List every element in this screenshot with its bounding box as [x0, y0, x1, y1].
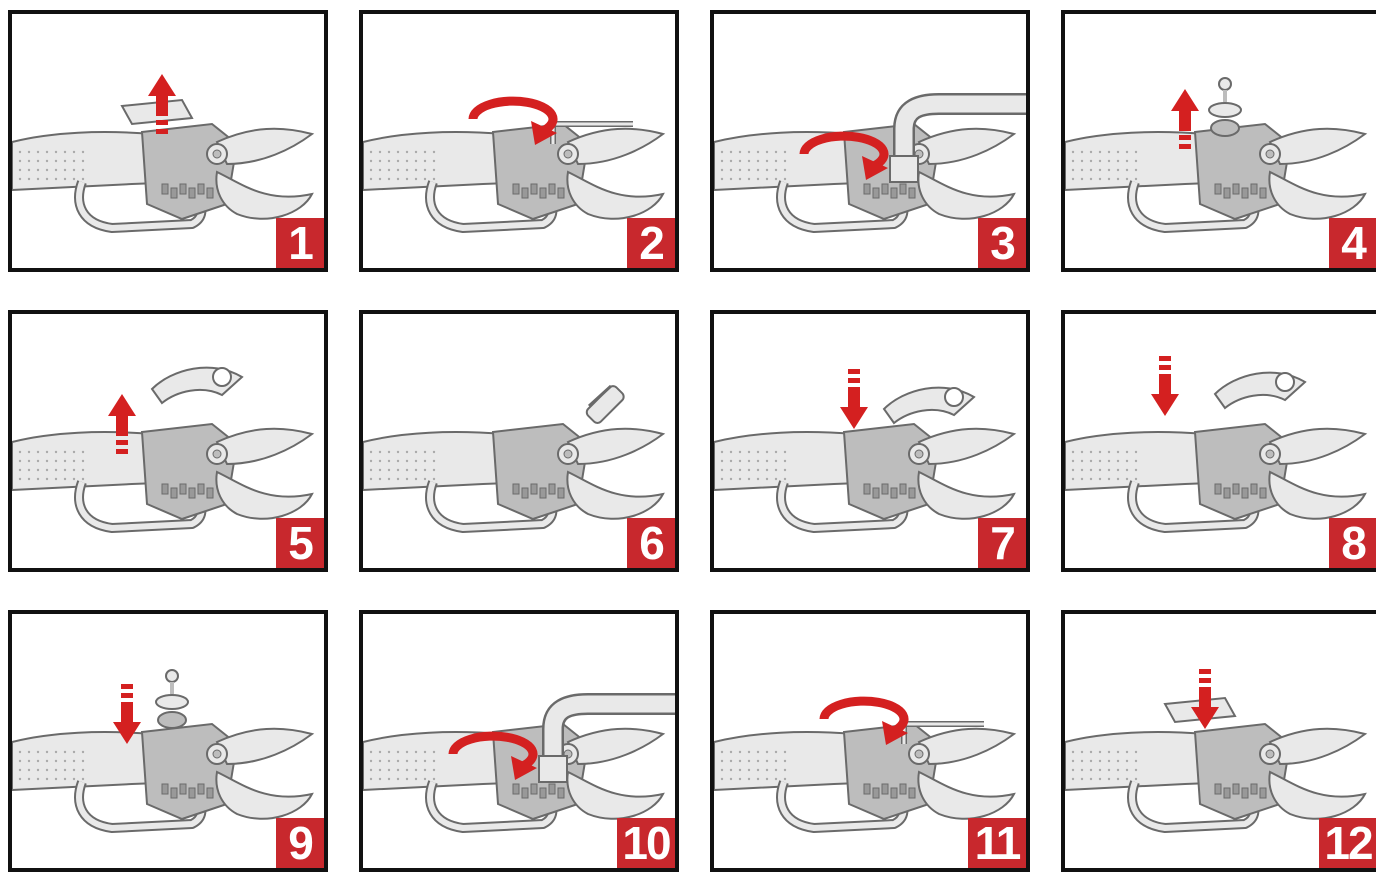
step-number-badge: 2	[627, 218, 675, 268]
washer-icon	[156, 695, 188, 709]
pruner-head	[1195, 124, 1290, 219]
pruner-head	[142, 424, 237, 519]
step-panel-10: 10	[359, 610, 679, 872]
step-number-badge: 3	[978, 218, 1026, 268]
pruner-lower-blade	[216, 472, 312, 519]
pruner-upper-blade	[919, 729, 1014, 764]
arrow-up-icon	[108, 394, 136, 436]
screw-icon	[166, 670, 178, 682]
arrow-down-icon	[1191, 687, 1219, 729]
pruner-upper-blade	[217, 729, 312, 764]
pruner-upper-blade	[919, 129, 1014, 164]
pruner-upper-blade	[919, 429, 1014, 464]
step-number-badge: 9	[276, 818, 324, 868]
pruner-upper-blade	[1270, 129, 1365, 164]
step-panel-3: 3	[710, 10, 1030, 272]
arrow-down-icon	[840, 387, 868, 429]
washer-icon	[1209, 103, 1241, 117]
pruner-head	[1195, 424, 1290, 519]
pruner-upper-blade	[568, 429, 663, 464]
pruner-upper-blade	[1270, 429, 1365, 464]
pruner-lower-blade	[918, 772, 1014, 819]
pruner-lower-blade	[1269, 172, 1365, 219]
pruner-head	[142, 724, 237, 819]
step-panel-9: 9	[8, 610, 328, 872]
step-number-badge: 11	[968, 818, 1026, 868]
arrow-up-icon	[1171, 89, 1199, 131]
step-number-badge: 7	[978, 518, 1026, 568]
arrow-down-icon	[1151, 374, 1179, 416]
pruner-lower-blade	[567, 172, 663, 219]
pruner-upper-blade	[217, 129, 312, 164]
step-number-badge: 1	[276, 218, 324, 268]
step-panel-1: 1	[8, 10, 328, 272]
step-panel-6: 6	[359, 310, 679, 572]
step-number-badge: 12	[1319, 818, 1376, 868]
step-panel-5: 5	[8, 310, 328, 572]
step-panel-7: 7	[710, 310, 1030, 572]
step-panel-12: 12	[1061, 610, 1376, 872]
pruner-lower-blade	[216, 772, 312, 819]
pruner-head	[844, 424, 939, 519]
step-panel-2: 2	[359, 10, 679, 272]
pruner-lower-blade	[918, 472, 1014, 519]
pruner-lower-blade	[567, 472, 663, 519]
pruner-lower-blade	[1269, 772, 1365, 819]
pruner-lower-blade	[1269, 472, 1365, 519]
step-number-badge: 8	[1329, 518, 1376, 568]
pruner-lower-blade	[216, 172, 312, 219]
pruner-head	[142, 124, 237, 219]
pruner-head	[1195, 724, 1290, 819]
nut-icon	[158, 712, 186, 728]
step-panel-4: 4	[1061, 10, 1376, 272]
pruner-upper-blade	[217, 429, 312, 464]
step-number-badge: 6	[627, 518, 675, 568]
pruner-lower-blade	[918, 172, 1014, 219]
step-panel-11: 11	[710, 610, 1030, 872]
step-number-badge: 10	[617, 818, 675, 868]
screw-icon	[1219, 78, 1231, 90]
pruner-upper-blade	[1270, 729, 1365, 764]
nut-icon	[1211, 120, 1239, 136]
step-number-badge: 5	[276, 518, 324, 568]
pruner-lower-blade	[567, 772, 663, 819]
step-panel-8: 8	[1061, 310, 1376, 572]
pruner-upper-blade	[568, 129, 663, 164]
step-number-badge: 4	[1329, 218, 1376, 268]
pruner-head	[493, 424, 588, 519]
pruner-upper-blade	[568, 729, 663, 764]
